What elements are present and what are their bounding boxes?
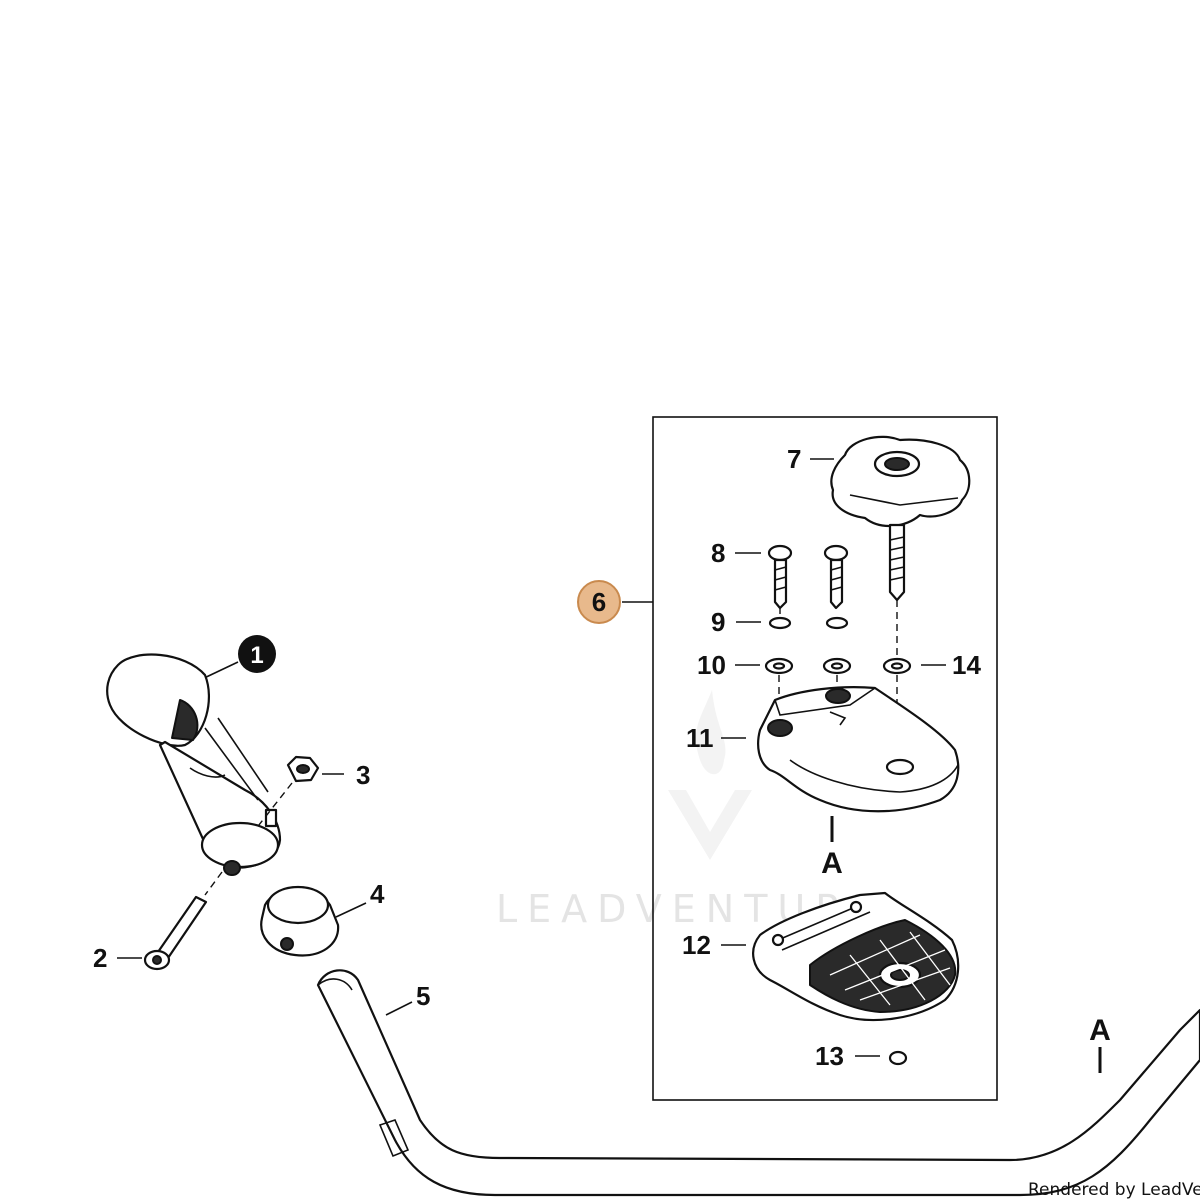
view-marker-upper: A xyxy=(821,847,843,880)
handle-grip-part[interactable] xyxy=(106,653,282,876)
kit-box xyxy=(652,416,998,1101)
callout-5[interactable]: 5 xyxy=(416,981,430,1011)
callout-1-circle xyxy=(238,635,276,673)
callout-4[interactable]: 4 xyxy=(370,879,385,909)
callout-8[interactable]: 8 xyxy=(711,538,725,568)
callout-6-badge[interactable]: 6 xyxy=(577,580,621,624)
footrest-base-part[interactable] xyxy=(752,891,960,1022)
washer-right-part[interactable] xyxy=(882,657,912,675)
axis-3 xyxy=(254,782,293,831)
flame-logo-icon xyxy=(668,690,752,860)
ring-right-part[interactable] xyxy=(825,616,849,630)
view-marker-right: A xyxy=(1089,1014,1111,1047)
callout-11[interactable]: 11 xyxy=(686,723,714,753)
callout-6: 6 xyxy=(592,587,606,617)
bolt-part[interactable] xyxy=(143,895,208,971)
washer-middle-part[interactable] xyxy=(822,657,852,675)
clamp-collar-part[interactable] xyxy=(260,885,340,957)
frame-tube-part[interactable] xyxy=(316,969,1200,1197)
callout-13[interactable]: 13 xyxy=(815,1041,844,1071)
leader-4 xyxy=(335,902,367,918)
leader-5 xyxy=(385,1001,413,1016)
callout-3[interactable]: 3 xyxy=(356,760,370,790)
callout-2[interactable]: 2 xyxy=(93,943,107,973)
star-knob-part[interactable] xyxy=(830,435,971,602)
footrest-upper-part[interactable] xyxy=(757,686,960,813)
screw-left-part[interactable] xyxy=(767,544,793,610)
callout-1-badge[interactable]: 1 xyxy=(238,635,276,673)
screw-right-part[interactable] xyxy=(823,544,849,610)
callout-10[interactable]: 10 xyxy=(697,650,726,680)
callout-1: 1 xyxy=(250,642,263,669)
callout-6-circle xyxy=(577,580,621,624)
washer-left-part[interactable] xyxy=(764,657,794,675)
o-ring-part[interactable] xyxy=(888,1050,908,1066)
callout-7[interactable]: 7 xyxy=(787,444,801,474)
footer-credit: Rendered by LeadVenture xyxy=(1028,1180,1200,1200)
callout-12[interactable]: 12 xyxy=(682,930,711,960)
ring-left-part[interactable] xyxy=(768,616,792,630)
hex-nut-part[interactable] xyxy=(286,755,320,783)
callout-14[interactable]: 14 xyxy=(952,650,981,680)
callout-9[interactable]: 9 xyxy=(711,607,725,637)
axis-2 xyxy=(204,871,223,896)
